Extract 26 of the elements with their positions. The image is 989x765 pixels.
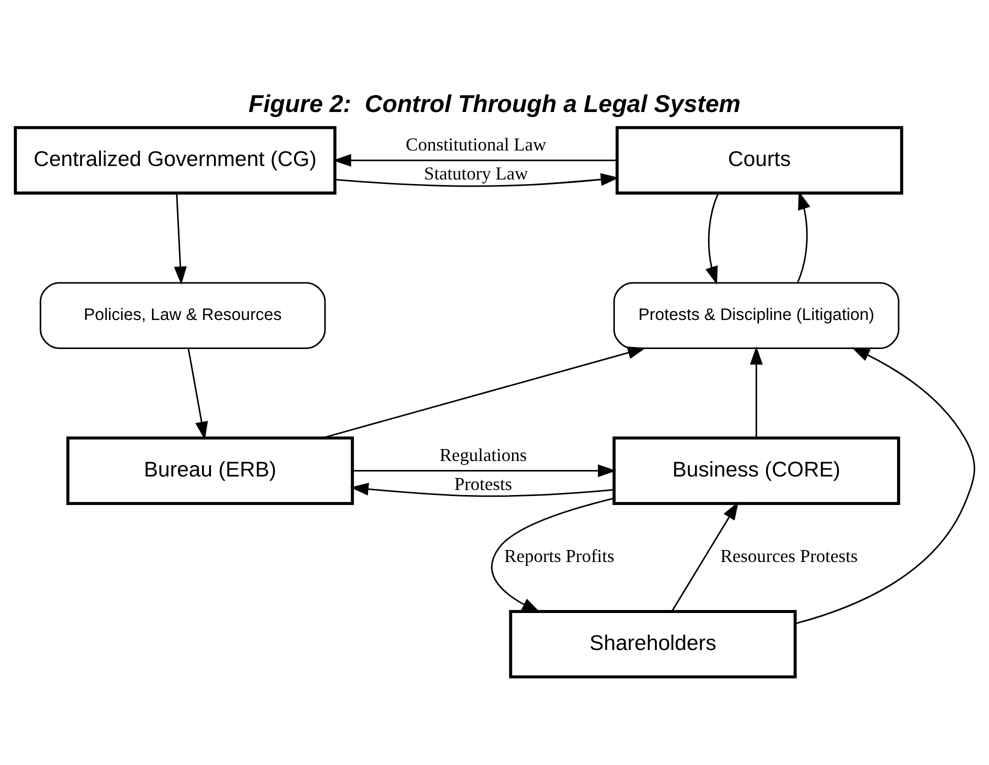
node-box: Shareholders [508, 610, 796, 678]
edge-label: Constitutional Law [405, 134, 546, 155]
edge-label: Reports Profits [504, 546, 614, 566]
node-box: Business (CORE) [612, 436, 900, 505]
node-box: Policies, Law & Resources [39, 282, 326, 350]
arrow [796, 191, 810, 283]
arrow [670, 502, 738, 612]
diagram-title: Figure 2: Control Through a Legal System [248, 91, 740, 118]
arrow [332, 154, 617, 167]
arrow [187, 348, 208, 440]
arrow [334, 173, 619, 187]
arrow [704, 193, 718, 285]
edge-label: Resources Protests [720, 546, 858, 566]
edge-label: Statutory Law [424, 164, 528, 184]
edge-label: Regulations [439, 445, 526, 466]
arrow [749, 346, 762, 438]
node-box: Centralized Government (CG) [13, 126, 336, 195]
node-box: Protests & Discipline (Litigation) [612, 282, 899, 350]
arrow [350, 482, 614, 497]
node-box: Bureau (ERB) [66, 436, 354, 505]
edge-label: Protests [454, 474, 512, 494]
arrow [794, 347, 975, 624]
arrow [173, 193, 186, 285]
arrow [352, 464, 616, 478]
node-box: Courts [615, 126, 903, 195]
arrow [490, 498, 614, 612]
